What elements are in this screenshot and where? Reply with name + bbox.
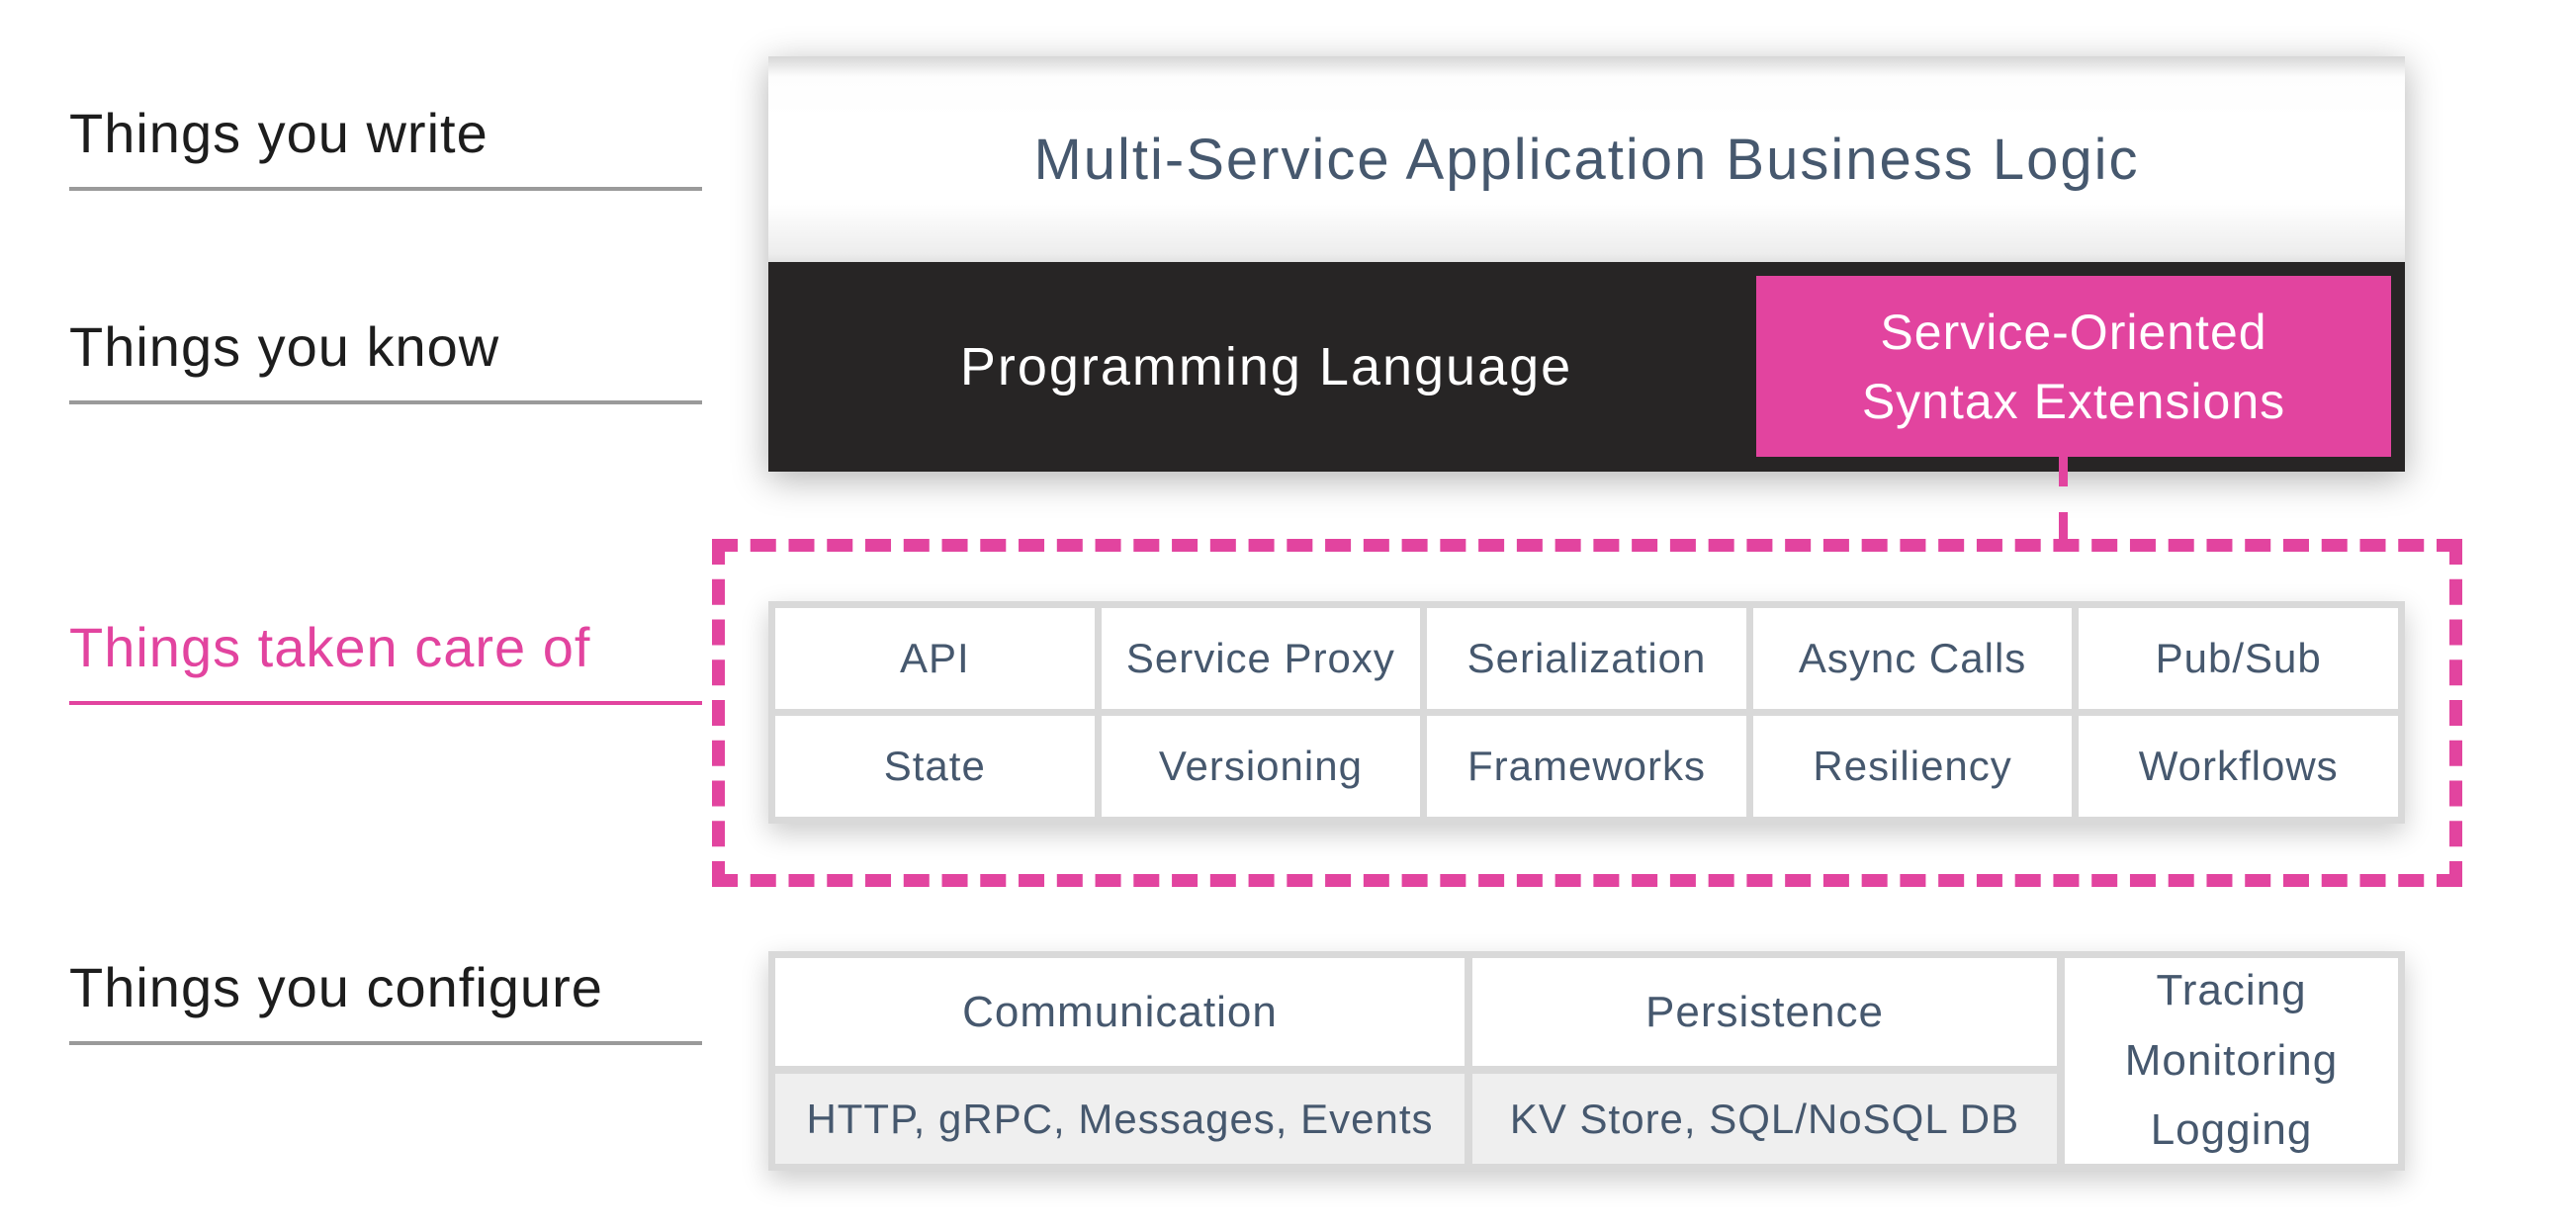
capability-cell-async-calls: Async Calls — [1752, 608, 2073, 709]
communication-header: Communication — [775, 958, 1465, 1066]
label-text: Things you write — [69, 102, 489, 164]
capabilities-grid: API Service Proxy Serialization Async Ca… — [768, 601, 2405, 824]
label-text: Things you configure — [69, 956, 603, 1018]
label-things-you-write: Things you write — [69, 101, 702, 191]
label-things-you-know: Things you know — [69, 314, 702, 404]
top-stack: Multi-Service Application Business Logic… — [768, 56, 2405, 472]
observability-cell: Tracing Monitoring Logging — [2065, 958, 2398, 1164]
syntax-extensions-line2: Syntax Extensions — [1861, 373, 2286, 429]
label-underline — [69, 701, 702, 705]
configure-table: Communication Persistence Tracing Monito… — [768, 951, 2405, 1171]
capability-cell-workflows: Workflows — [2079, 716, 2398, 817]
capability-cell-pub-sub: Pub/Sub — [2079, 608, 2398, 709]
persistence-sub: KV Store, SQL/NoSQL DB — [1472, 1074, 2057, 1164]
taken-care-of-region — [712, 539, 2462, 887]
observability-line-monitoring: Monitoring — [2124, 1035, 2339, 1085]
persistence-header: Persistence — [1472, 958, 2057, 1066]
capability-cell-serialization: Serialization — [1427, 608, 1746, 709]
label-text: Things you know — [69, 315, 500, 378]
programming-language-label: Programming Language — [959, 337, 1573, 396]
label-things-taken-care-of: Things taken care of — [69, 615, 702, 705]
capability-cell-service-proxy: Service Proxy — [1101, 608, 1421, 709]
language-bar: Programming Language Service-Oriented Sy… — [768, 262, 2405, 472]
label-text: Things taken care of — [69, 616, 591, 678]
syntax-extensions-line1: Service-Oriented — [1880, 304, 2267, 360]
business-logic-box: Multi-Service Application Business Logic — [768, 56, 2405, 262]
business-logic-title: Multi-Service Application Business Logic — [1033, 127, 2140, 192]
capability-cell-state: State — [775, 716, 1095, 817]
communication-sub: HTTP, gRPC, Messages, Events — [775, 1074, 1465, 1164]
capability-cell-frameworks: Frameworks — [1427, 716, 1746, 817]
capability-cell-api: API — [775, 608, 1095, 709]
capability-cell-resiliency: Resiliency — [1752, 716, 2073, 817]
label-underline — [69, 1041, 702, 1045]
label-things-you-configure: Things you configure — [69, 955, 702, 1045]
observability-line-tracing: Tracing — [2156, 966, 2307, 1015]
syntax-extensions-box: Service-Oriented Syntax Extensions — [1756, 276, 2391, 457]
capability-cell-versioning: Versioning — [1101, 716, 1421, 817]
connector-line — [2059, 457, 2068, 544]
label-underline — [69, 400, 702, 404]
observability-line-logging: Logging — [2150, 1105, 2313, 1155]
label-underline — [69, 187, 702, 191]
